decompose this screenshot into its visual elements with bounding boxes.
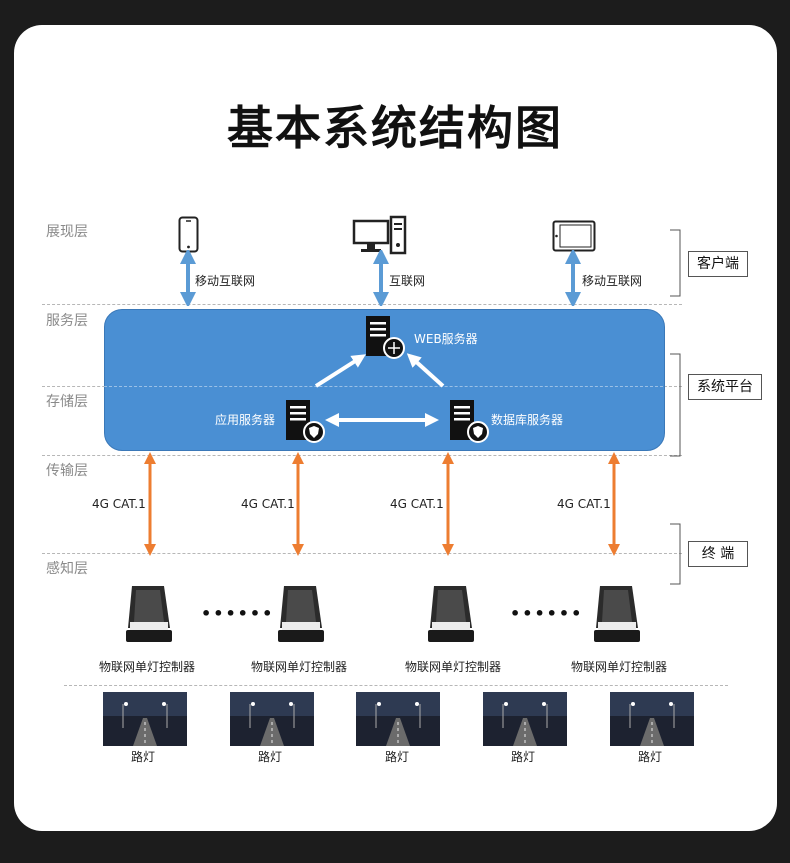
- platform-divider: [104, 386, 663, 387]
- layer-label-transport: 传输层: [46, 463, 88, 479]
- link-label-2: 4G CAT.1: [241, 497, 295, 511]
- server-connection-arrows: [314, 353, 445, 427]
- layer-label-sensing: 感知层: [46, 561, 88, 577]
- smartphone-icon: [178, 216, 199, 253]
- link-label-4: 4G CAT.1: [557, 497, 611, 511]
- lamp-label-3: 路灯: [385, 750, 410, 764]
- app-server-label: 应用服务器: [215, 413, 276, 427]
- lamp-label-5: 路灯: [638, 750, 663, 764]
- streetlamp-photo: [483, 692, 567, 746]
- link-label-1: 4G CAT.1: [92, 497, 146, 511]
- controller-device-icon: [126, 586, 172, 642]
- lamp-label-4: 路灯: [511, 750, 536, 764]
- streetlamp-photo: [230, 692, 314, 746]
- streetlamp-photo: [610, 692, 694, 746]
- layer-divider: [42, 304, 682, 305]
- side-label-client: 客户端: [688, 251, 748, 277]
- lamp-label-1: 路灯: [131, 750, 156, 764]
- terminal-link-arrows: [144, 452, 620, 556]
- lamp-label-2: 路灯: [258, 750, 283, 764]
- controller-label-3: 物联网单灯控制器: [405, 660, 502, 674]
- lamp-divider: [64, 685, 728, 686]
- database-server-label: 数据库服务器: [491, 413, 564, 427]
- web-server-icon: [366, 316, 405, 359]
- client-link-arrows: [180, 250, 581, 306]
- page-title: 基本系统结构图: [227, 101, 563, 155]
- controller-label-2: 物联网单灯控制器: [251, 660, 348, 674]
- tablet-internet-label: 移动互联网: [582, 274, 643, 288]
- side-label-platform: 系统平台: [688, 374, 762, 400]
- layer-label-display: 展现层: [46, 224, 88, 240]
- ellipsis-dots: ••••••: [201, 604, 275, 623]
- streetlamp-photo: [103, 692, 187, 746]
- ellipsis-dots: ••••••: [510, 604, 584, 623]
- side-label-terminal: 终 端: [688, 541, 748, 567]
- controller-device-icon: [278, 586, 324, 642]
- layer-divider: [42, 455, 682, 456]
- layer-label-storage: 存储层: [46, 394, 88, 410]
- layer-divider: [42, 553, 682, 554]
- internet-label: 互联网: [389, 274, 426, 288]
- app-server-icon: [286, 400, 325, 443]
- link-label-3: 4G CAT.1: [390, 497, 444, 511]
- layer-label-service: 服务层: [46, 313, 88, 329]
- controller-label-4: 物联网单灯控制器: [571, 660, 668, 674]
- streetlamp-photo: [356, 692, 440, 746]
- tablet-icon: [552, 220, 596, 252]
- controller-device-icon: [428, 586, 474, 642]
- mobile-internet-label: 移动互联网: [195, 274, 256, 288]
- database-server-icon: [450, 400, 489, 443]
- web-server-label: WEB服务器: [414, 332, 478, 346]
- side-brackets: [670, 229, 681, 585]
- controller-device-icon: [594, 586, 640, 642]
- desktop-computer-icon: [352, 215, 407, 255]
- controller-label-1: 物联网单灯控制器: [99, 660, 196, 674]
